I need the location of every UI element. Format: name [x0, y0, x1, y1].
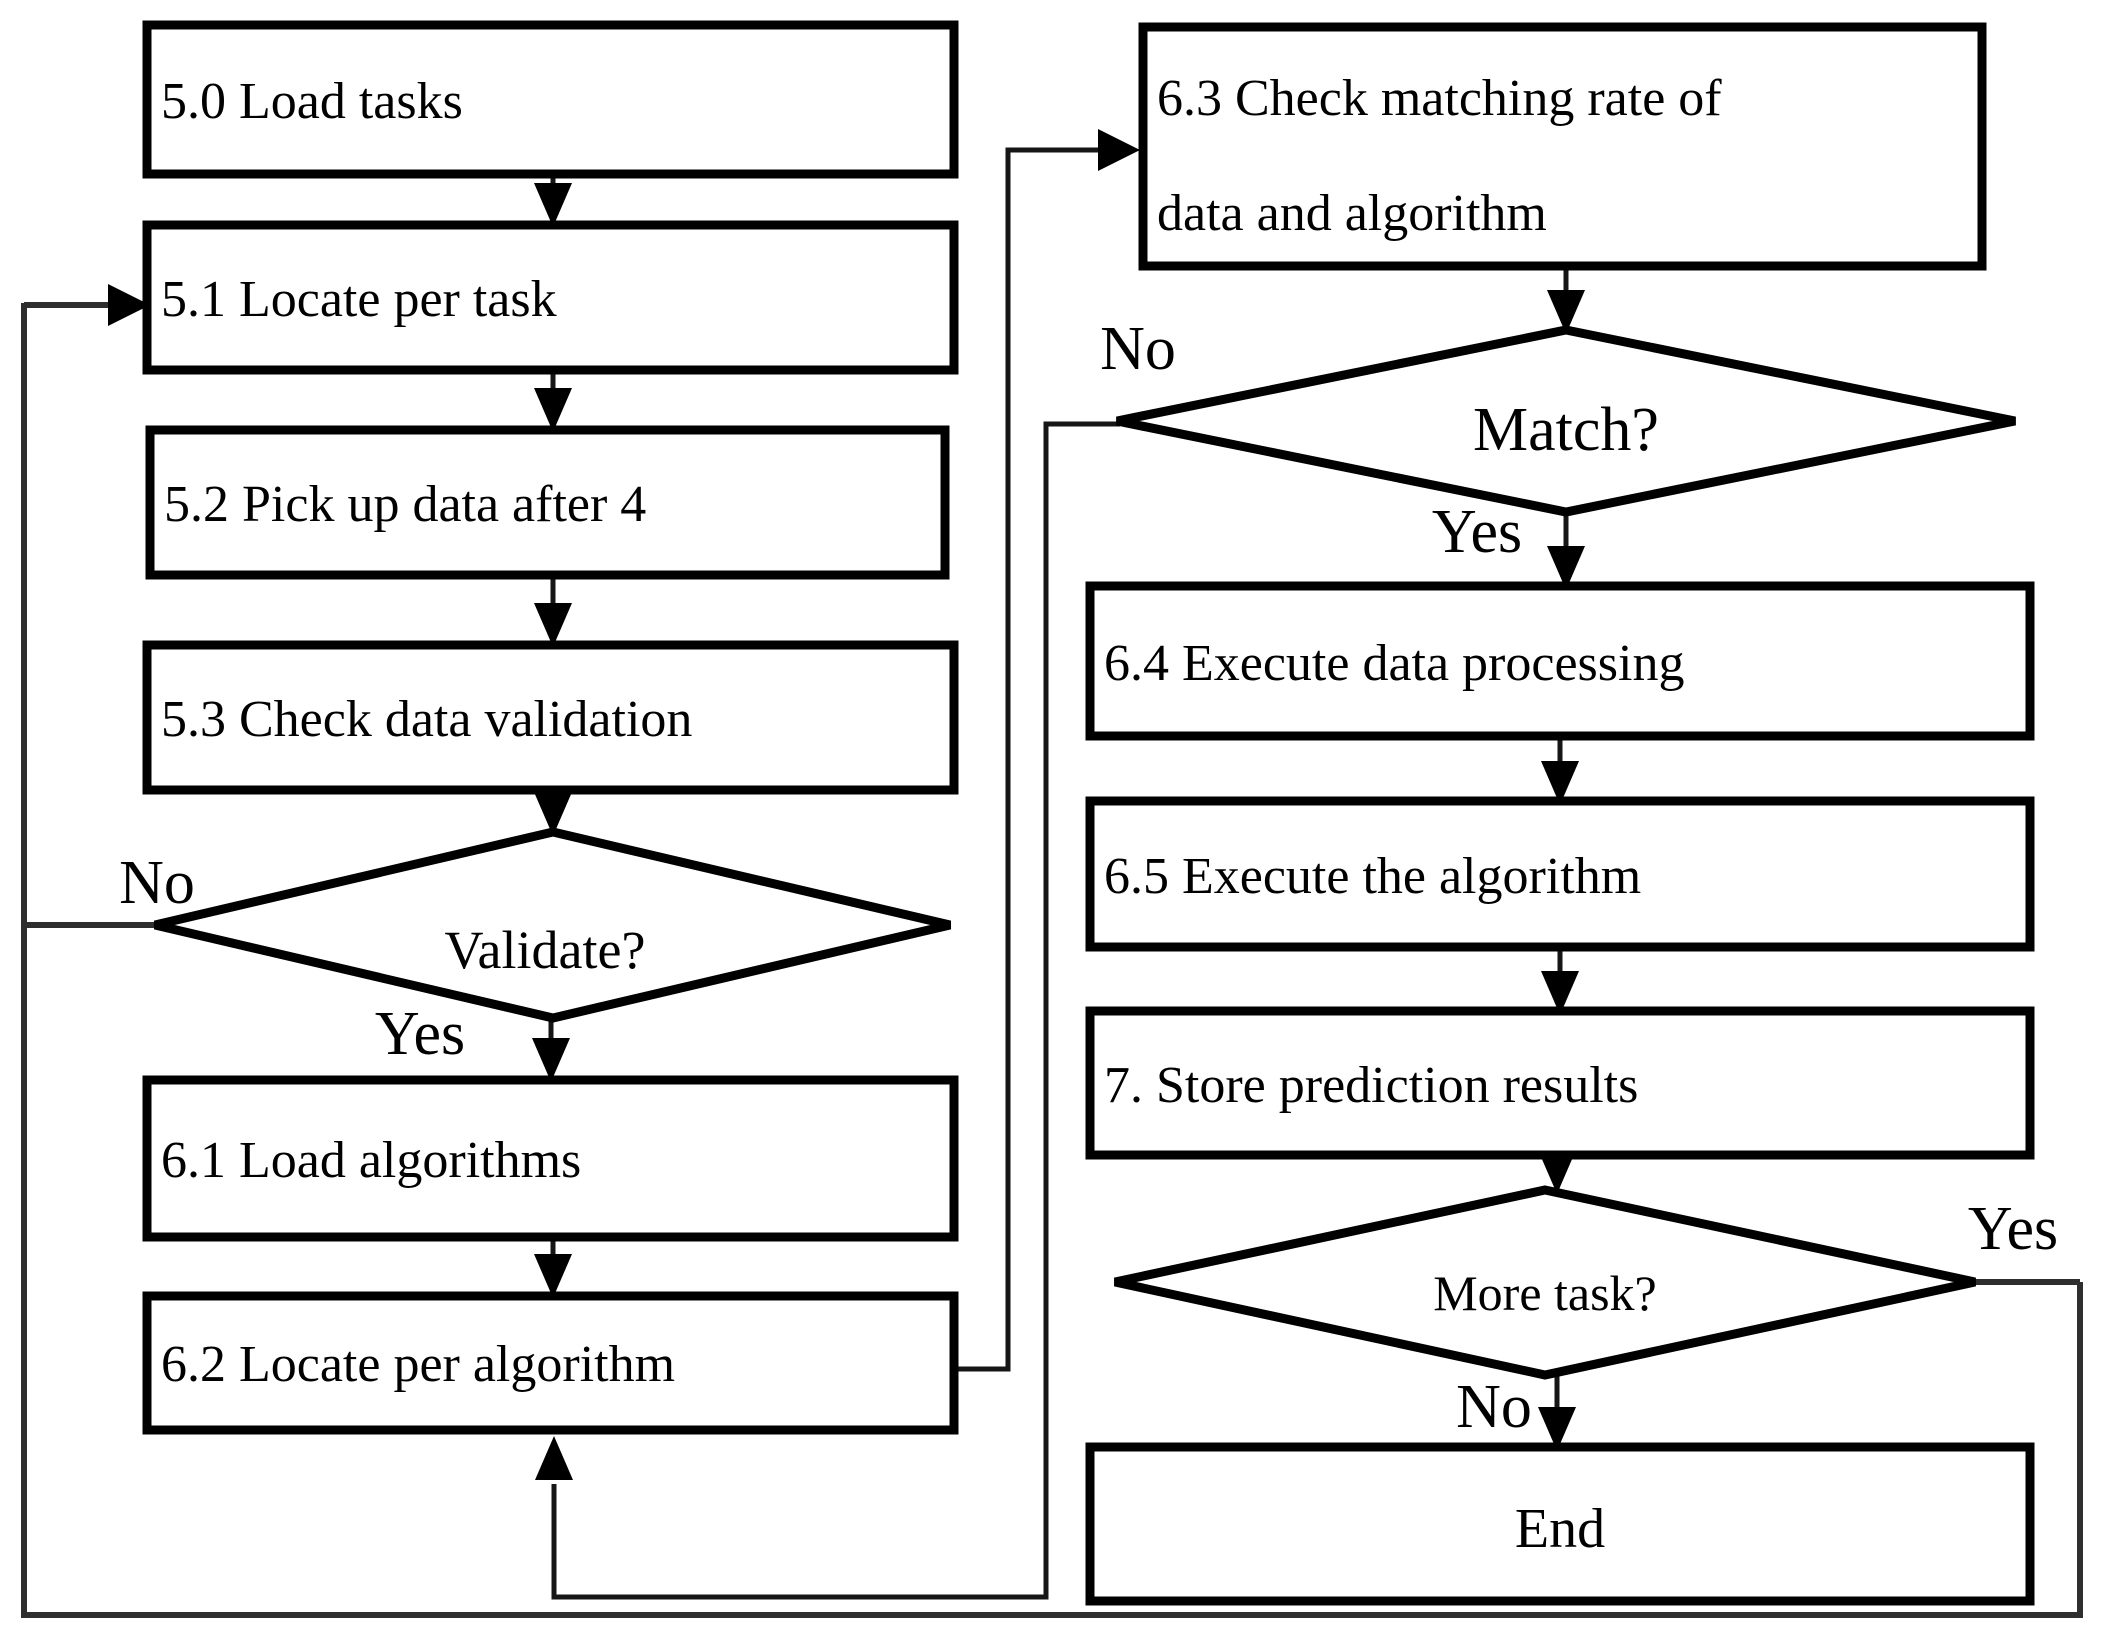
edge-label-validate-yes: Yes [375, 1000, 465, 1068]
arrowhead [1538, 1150, 1576, 1194]
node-match-decision: Match? [1116, 325, 2016, 517]
node-label: End [1515, 1498, 1605, 1560]
decision-label: More task? [1433, 1265, 1657, 1321]
node-pick-up-data: 5.2 Pick up data after 4 [145, 425, 950, 580]
node-locate-per-algorithm: 6.2 Locate per algorithm [142, 1291, 959, 1435]
node-label: 7. Store prediction results [1104, 1057, 1638, 1114]
node-label: 5.1 Locate per task [161, 271, 557, 328]
connector-locate-per-algorithm-to-check-matching [954, 129, 1140, 1372]
match-no-line [551, 421, 1120, 1600]
arrowhead [534, 792, 572, 836]
arrowhead [534, 1254, 572, 1298]
box [1085, 1006, 2035, 1160]
node-check-matching: 6.3 Check matching rate of data and algo… [1138, 22, 1987, 271]
node-load-tasks: 5.0 Load tasks [142, 20, 959, 179]
box [1138, 22, 1987, 271]
loop-match-no-path [535, 421, 1120, 1600]
arrowhead [1541, 971, 1579, 1015]
node-check-data-validation: 5.3 Check data validation [142, 640, 959, 795]
decision-label: Match? [1473, 396, 1659, 464]
box [142, 1075, 959, 1242]
box [145, 425, 950, 580]
arrowhead [1541, 761, 1579, 805]
box [142, 220, 959, 375]
edge-label-validate-no: No [119, 849, 195, 917]
arrowhead [1547, 546, 1585, 590]
arrowhead [534, 388, 572, 432]
box [1085, 581, 2035, 741]
node-label: 6.4 Execute data processing [1104, 635, 1684, 692]
arrow-execute-data-processing-to-execute-algorithm [1541, 732, 1579, 805]
node-more-task-decision: More task? [1114, 1185, 1976, 1380]
decision-diamond [1116, 325, 2016, 517]
node-label: 5.0 Load tasks [161, 73, 463, 130]
node-label: 6.2 Locate per algorithm [161, 1336, 675, 1393]
node-store-prediction: 7. Store prediction results [1085, 1006, 2035, 1160]
box [1085, 1442, 2035, 1606]
node-load-algorithms: 6.1 Load algorithms [142, 1075, 959, 1242]
node-validate-decision: Validate? [153, 827, 952, 1023]
box [142, 20, 959, 179]
arrow-validate-yes-to-load-algorithms [532, 1016, 570, 1082]
node-label-line2: data and algorithm [1157, 185, 1547, 242]
decision-diamond [1114, 1185, 1976, 1380]
node-execute-algorithm: 6.5 Execute the algorithm [1085, 796, 2035, 952]
arrowhead [534, 183, 572, 227]
decision-diamond [153, 827, 952, 1023]
edge-label-more-task-no: No [1456, 1373, 1532, 1441]
arrow-check-matching-to-match [1547, 262, 1585, 334]
arrow-more-task-no-to-end [1538, 1371, 1576, 1451]
arrow-pick-up-data-to-check-validation [534, 571, 572, 647]
decision-label: Validate? [445, 920, 646, 980]
edge-label-match-no: No [1100, 315, 1176, 383]
node-execute-data-processing: 6.4 Execute data processing [1085, 581, 2035, 741]
arrow-load-tasks-to-locate-per-task [534, 170, 572, 227]
node-locate-per-task: 5.1 Locate per task [142, 220, 959, 375]
edge-label-more-task-yes: Yes [1968, 1195, 2058, 1263]
arrowhead-into-locate-per-algorithm [535, 1436, 573, 1480]
box [142, 1291, 959, 1435]
node-label: 5.2 Pick up data after 4 [164, 476, 646, 533]
edge-label-match-yes: Yes [1432, 498, 1522, 566]
arrowhead [534, 603, 572, 647]
box [142, 640, 959, 795]
loop-more-task-yes-path [21, 284, 2083, 1618]
arrowhead [1547, 290, 1585, 334]
node-label: 5.3 Check data validation [161, 691, 692, 748]
node-label: 6.5 Execute the algorithm [1104, 848, 1641, 905]
arrowhead [532, 1038, 570, 1082]
arrow-match-yes-to-execute-data-processing [1547, 508, 1585, 590]
arrow-execute-algorithm-to-store-prediction [1541, 943, 1579, 1015]
to-check-matching-line [954, 147, 1102, 1372]
node-label-line1: 6.3 Check matching rate of [1157, 70, 1722, 127]
node-label: 6.1 Load algorithms [161, 1132, 581, 1189]
arrowhead [1538, 1407, 1576, 1451]
node-end: End [1085, 1442, 2035, 1606]
arrowhead-into-locate-per-task [108, 284, 150, 326]
box [1085, 796, 2035, 952]
arrowhead-into-check-matching [1098, 129, 1140, 171]
arrow-locate-per-task-to-pick-up-data [534, 366, 572, 432]
arrow-load-algorithms-to-locate-per-algorithm [534, 1233, 572, 1298]
